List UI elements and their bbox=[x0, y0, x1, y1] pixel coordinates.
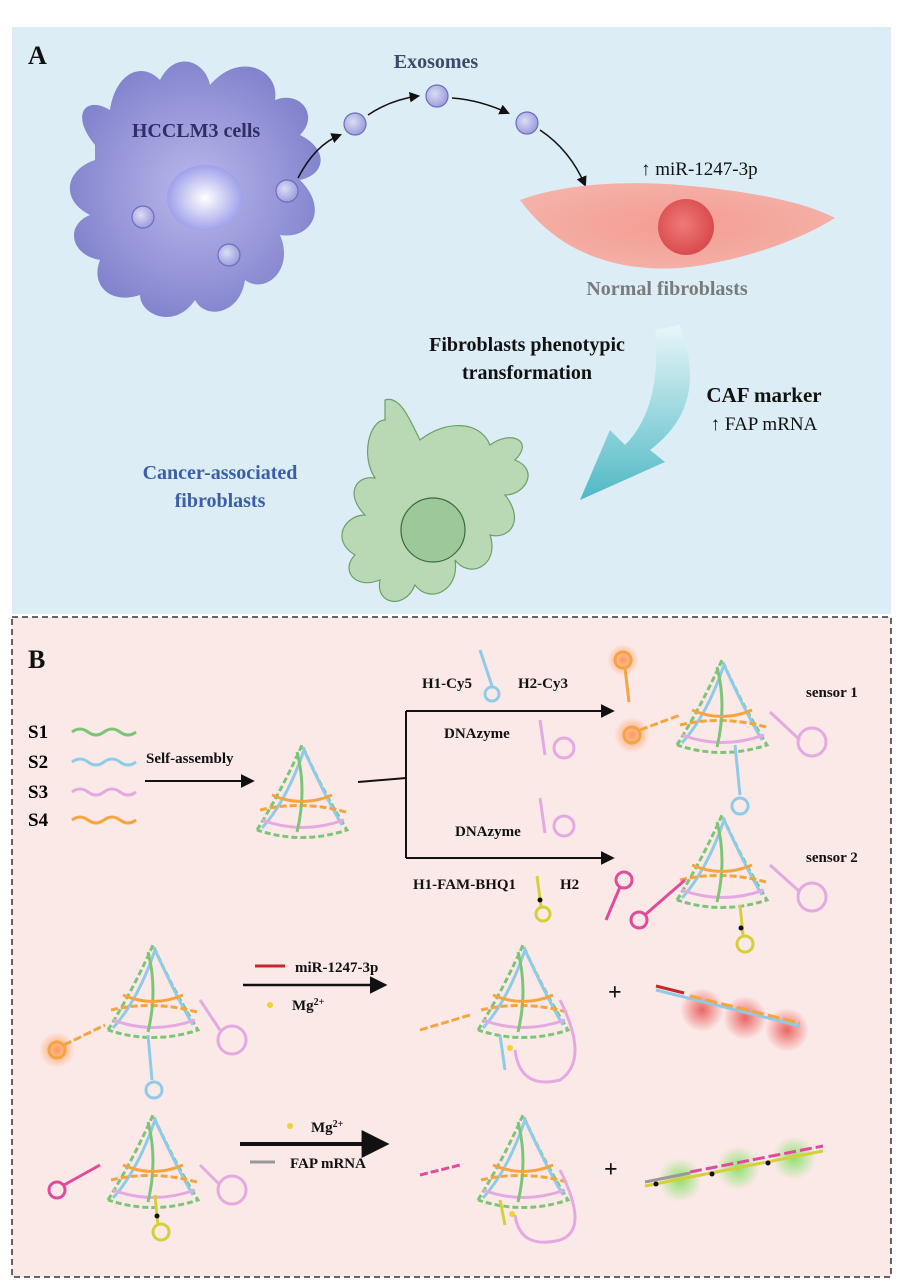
reaction-1-product-duplex bbox=[655, 984, 809, 1052]
caf-nucleus bbox=[400, 497, 466, 563]
reaction-2-input bbox=[47, 1113, 248, 1242]
h2-hairpin bbox=[604, 870, 634, 921]
mir-upregulation-label: ↑ miR-1247-3p bbox=[641, 159, 758, 180]
hcclm3-label: HCCLM3 cells bbox=[132, 120, 261, 142]
dnazyme-1-strand bbox=[538, 719, 576, 760]
transformation-line1: Fibroblasts phenotypic bbox=[429, 334, 625, 356]
fibroblast-nucleus bbox=[658, 199, 714, 255]
sensor-1-label: sensor 1 bbox=[806, 685, 858, 701]
panel-b-letter: B bbox=[28, 645, 45, 674]
h2-cy3-hairpin bbox=[607, 644, 639, 703]
dnazyme-2-label: DNAzyme bbox=[455, 824, 521, 840]
strand-s3-swatch bbox=[71, 787, 137, 797]
h2-label: H2 bbox=[560, 877, 579, 893]
h1-cy5-label: H1-Cy5 bbox=[422, 676, 472, 692]
self-assembly-label: Self-assembly bbox=[146, 751, 234, 767]
transformation-line2: transformation bbox=[462, 362, 592, 384]
fap-reagent-label: FAP mRNA bbox=[290, 1156, 366, 1172]
sensor-1-assembly bbox=[614, 658, 828, 816]
transformation-arrow bbox=[580, 325, 690, 500]
mg-row1-label: Mg2+ bbox=[292, 997, 325, 1015]
panel-a-letter: A bbox=[28, 41, 47, 70]
plus-sign-1: + bbox=[608, 980, 622, 1006]
reaction-1-input bbox=[39, 943, 248, 1100]
h1-fam-hairpin bbox=[534, 875, 552, 923]
strand-s2-swatch bbox=[71, 757, 137, 767]
h2-cy3-label: H2-Cy3 bbox=[518, 676, 568, 692]
strand-legend: S1 S2 S3 S4 bbox=[28, 722, 137, 831]
reaction-1-output-tetra bbox=[419, 943, 577, 1084]
strand-s2-label: S2 bbox=[28, 752, 48, 773]
h1-fam-bhq1-label: H1-FAM-BHQ1 bbox=[413, 877, 516, 893]
dnazyme-2-strand bbox=[538, 797, 576, 838]
caf-marker-label: CAF marker bbox=[706, 383, 821, 407]
sensor-2-assembly bbox=[629, 813, 828, 954]
h1-cy5-hairpin bbox=[478, 649, 501, 703]
exosomes-label: Exosomes bbox=[394, 51, 479, 73]
plus-sign-2: + bbox=[604, 1157, 618, 1183]
mir-reagent-label: miR-1247-3p bbox=[295, 960, 378, 976]
hcclm3-nucleus bbox=[167, 165, 243, 231]
normal-fibroblasts-label: Normal fibroblasts bbox=[586, 278, 748, 300]
mg-row1-dot bbox=[267, 1002, 273, 1008]
strand-s4-swatch bbox=[71, 815, 137, 825]
panel-b-background bbox=[11, 616, 892, 1278]
strand-s1-label: S1 bbox=[28, 722, 48, 743]
reaction-2-output-tetra bbox=[419, 1113, 577, 1244]
strand-s4-label: S4 bbox=[28, 810, 49, 831]
mg-row2-label: Mg2+ bbox=[311, 1119, 344, 1137]
sensor-2-label: sensor 2 bbox=[806, 850, 858, 866]
strand-s1-swatch bbox=[71, 727, 137, 737]
reaction-2-product-duplex bbox=[644, 1136, 824, 1202]
caf-label-line1: Cancer-associated bbox=[143, 462, 298, 484]
strand-s3-label: S3 bbox=[28, 782, 48, 803]
mg-row2-dot bbox=[287, 1123, 293, 1129]
branch-lines bbox=[357, 704, 615, 865]
fap-mrna-label: ↑ FAP mRNA bbox=[711, 414, 818, 435]
caf-label-line2: fibroblasts bbox=[175, 490, 266, 512]
dnazyme-1-label: DNAzyme bbox=[444, 726, 510, 742]
